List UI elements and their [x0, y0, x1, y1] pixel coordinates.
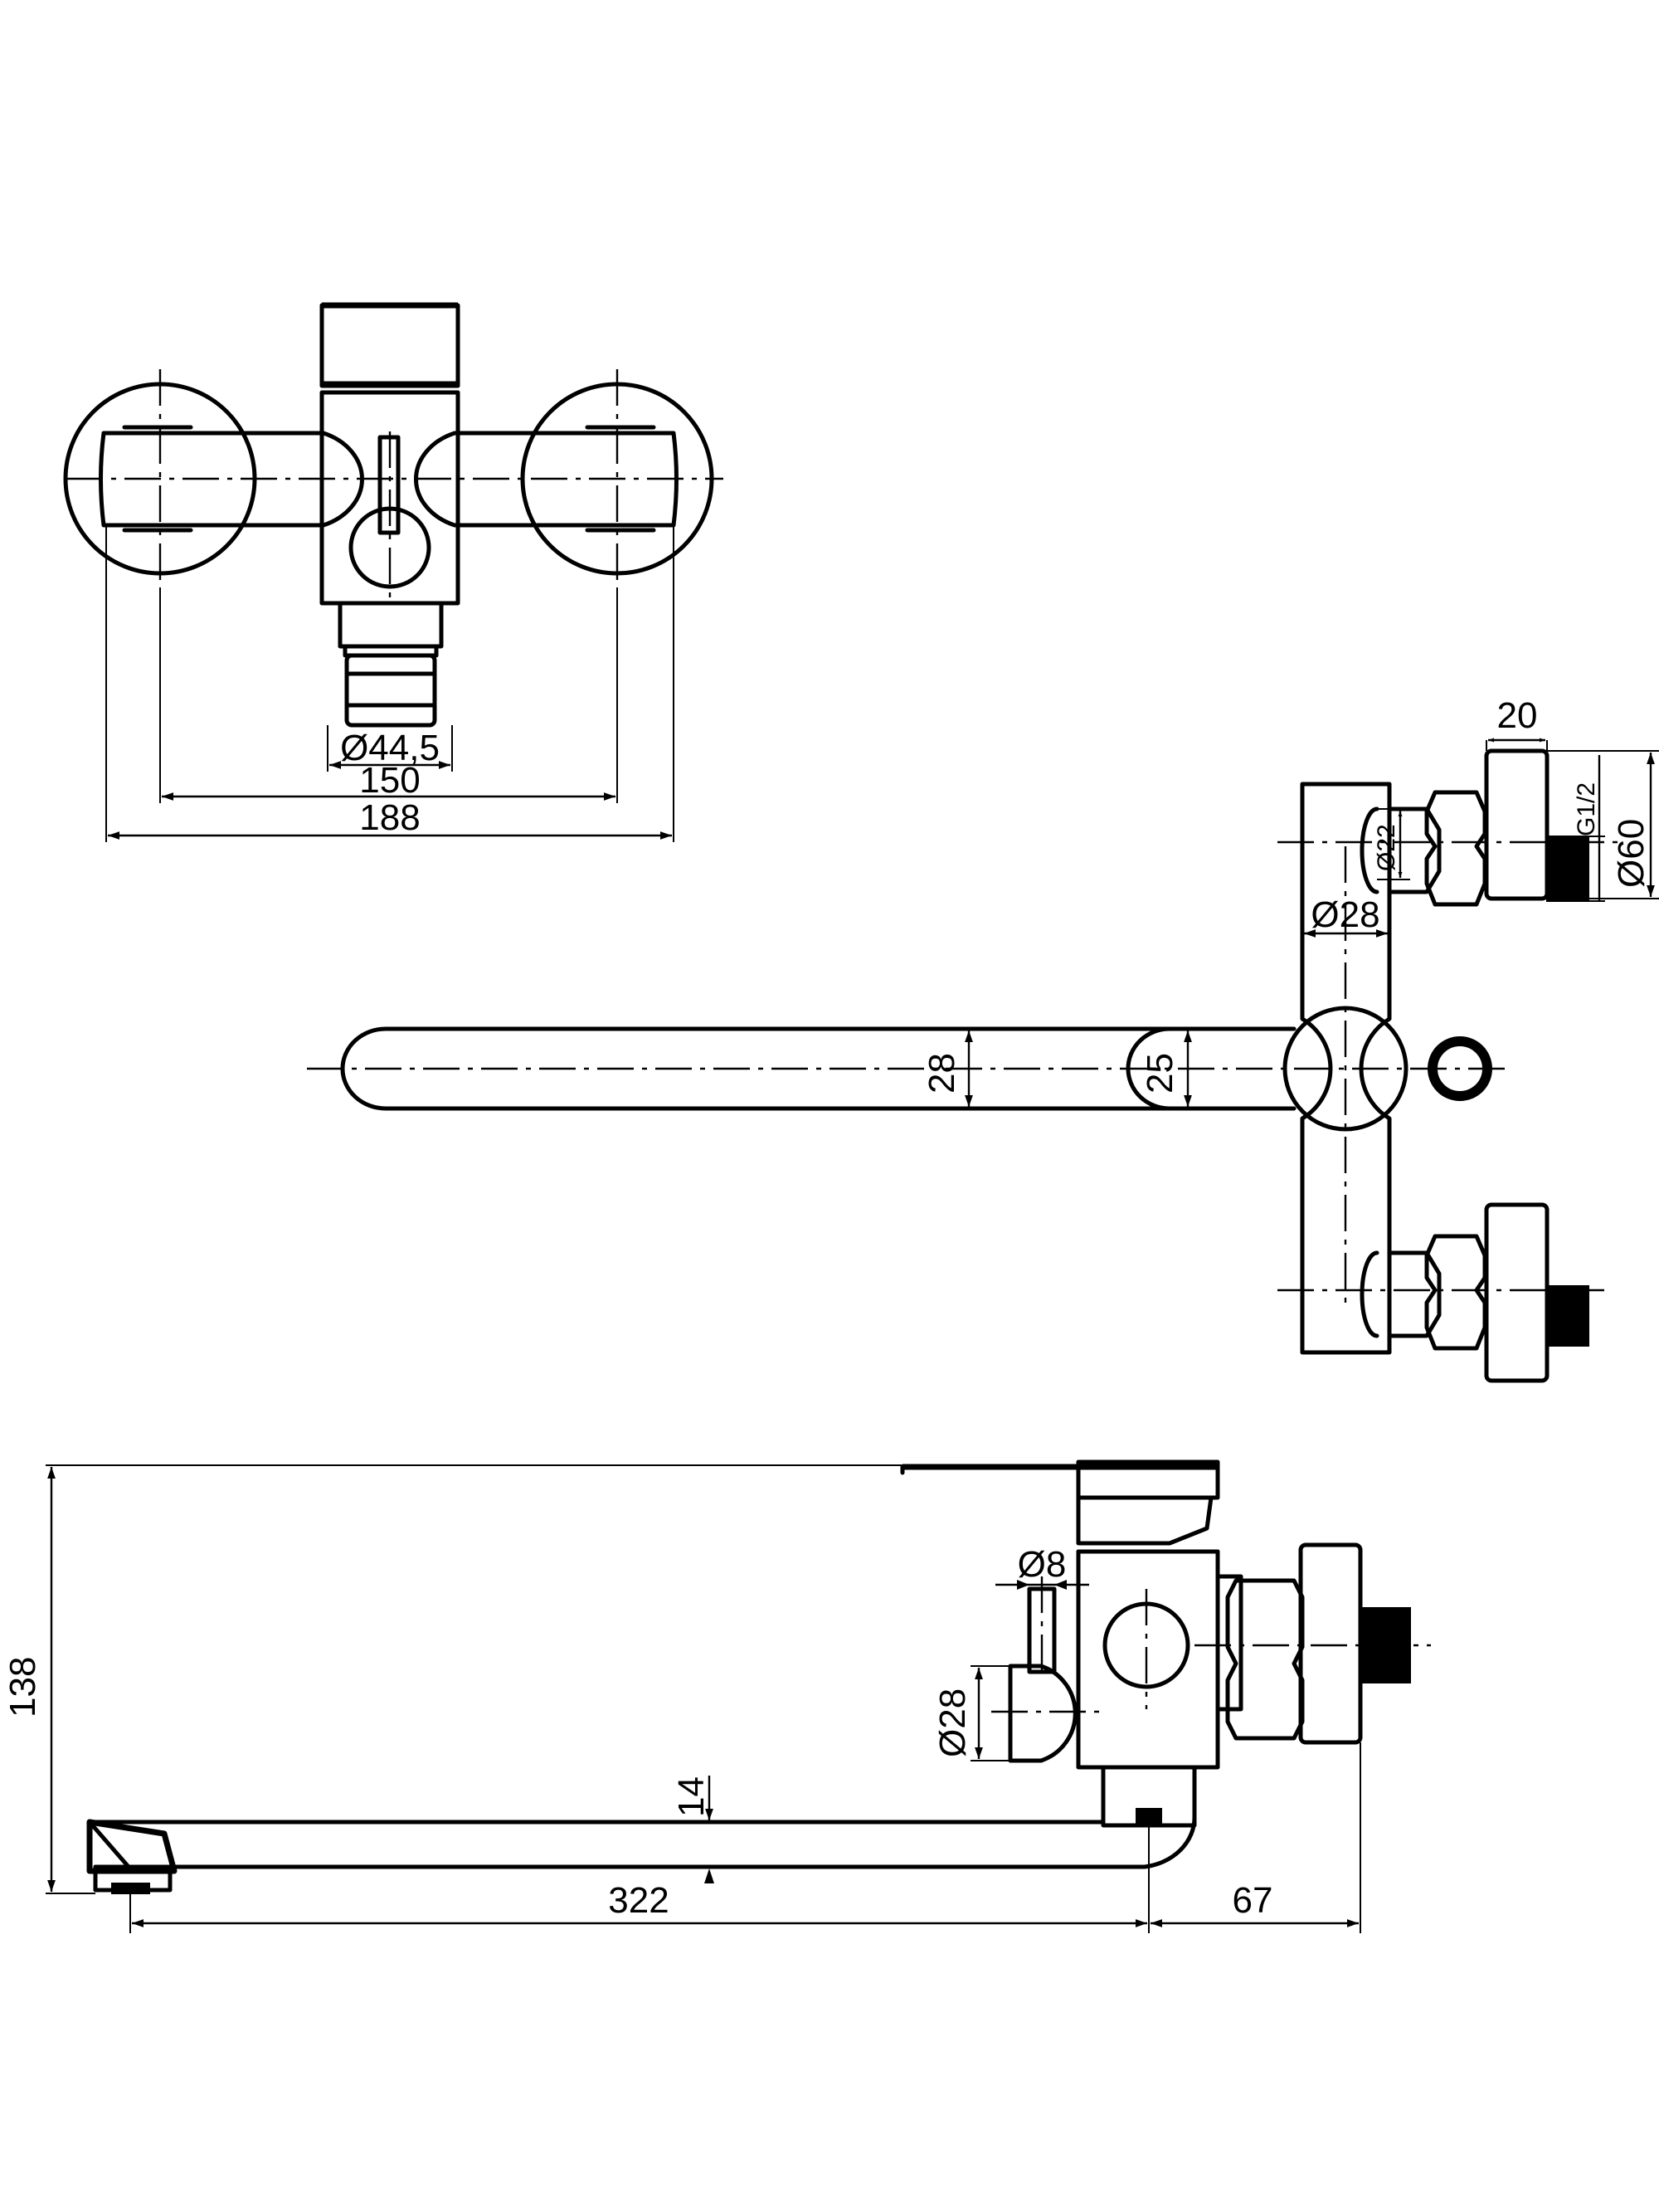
upper-nut [1424, 790, 1487, 907]
lower-eccentric-curve [1360, 1250, 1379, 1338]
riser-body [1300, 782, 1392, 1355]
lower-nut [1424, 1234, 1487, 1351]
outlet-cap [319, 303, 460, 388]
spout-thickness-arrow [704, 1869, 714, 1883]
side-view: 138 Ø8 Ø28 14 322 67 [2, 1459, 1431, 1933]
aerator-housing [344, 653, 437, 728]
upper-flange [1484, 748, 1550, 901]
pin-arrow-right [1054, 1580, 1067, 1590]
lower-thread-stub [1546, 1285, 1589, 1347]
dim-pipe-diameter: Ø22 [1373, 824, 1400, 871]
aerator-insert [111, 1883, 150, 1894]
dim-inner-span: 150 [359, 760, 420, 801]
wall-flange [1298, 1542, 1363, 1745]
dim-pin-diameter: Ø8 [1018, 1544, 1067, 1585]
cartridge-body [1076, 1549, 1220, 1770]
outlet-ring [343, 644, 439, 658]
aerator-outline [86, 1819, 178, 1874]
dim-spout-joint: 25 [1140, 1053, 1180, 1094]
plan-view: Ø22 20 G1/2 Ø60 Ø28 28 25 [307, 695, 1659, 1383]
lever-handle [1076, 1459, 1220, 1546]
dim-riser-diameter: Ø28 [1311, 894, 1379, 935]
upper-eccentric-curve [1360, 806, 1379, 894]
spout-upper [87, 1815, 1197, 1869]
neck-screw [1136, 1808, 1162, 1825]
upper-thread-stub [1546, 836, 1589, 902]
lower-eccentric [1387, 1250, 1442, 1338]
dim-body-diameter: Ø44,5 [340, 728, 440, 768]
dim-fitting-width: 20 [1497, 695, 1538, 736]
dim-spout-height: 28 [922, 1053, 962, 1094]
dim-overall-height: 138 [2, 1657, 43, 1717]
dim-spout-length: 322 [608, 1880, 669, 1921]
top-view: Ø44,5 150 188 [63, 302, 723, 842]
dim-flange-diameter: Ø60 [1611, 819, 1652, 888]
dim-wall-offset: 67 [1233, 1880, 1273, 1921]
dim-thread: G1/2 [1573, 782, 1600, 836]
dim-outer-span: 188 [359, 797, 420, 838]
dim-spout-thickness: 14 [671, 1776, 712, 1817]
dim-diverter-diameter: Ø28 [932, 1688, 973, 1757]
outlet-neck [338, 601, 444, 649]
pin-arrow-left [1017, 1580, 1029, 1590]
right-arm [414, 431, 679, 528]
upper-eccentric [1387, 806, 1442, 894]
lower-flange [1484, 1202, 1550, 1383]
diverter-body [1008, 1664, 1078, 1763]
left-arm [99, 431, 364, 528]
